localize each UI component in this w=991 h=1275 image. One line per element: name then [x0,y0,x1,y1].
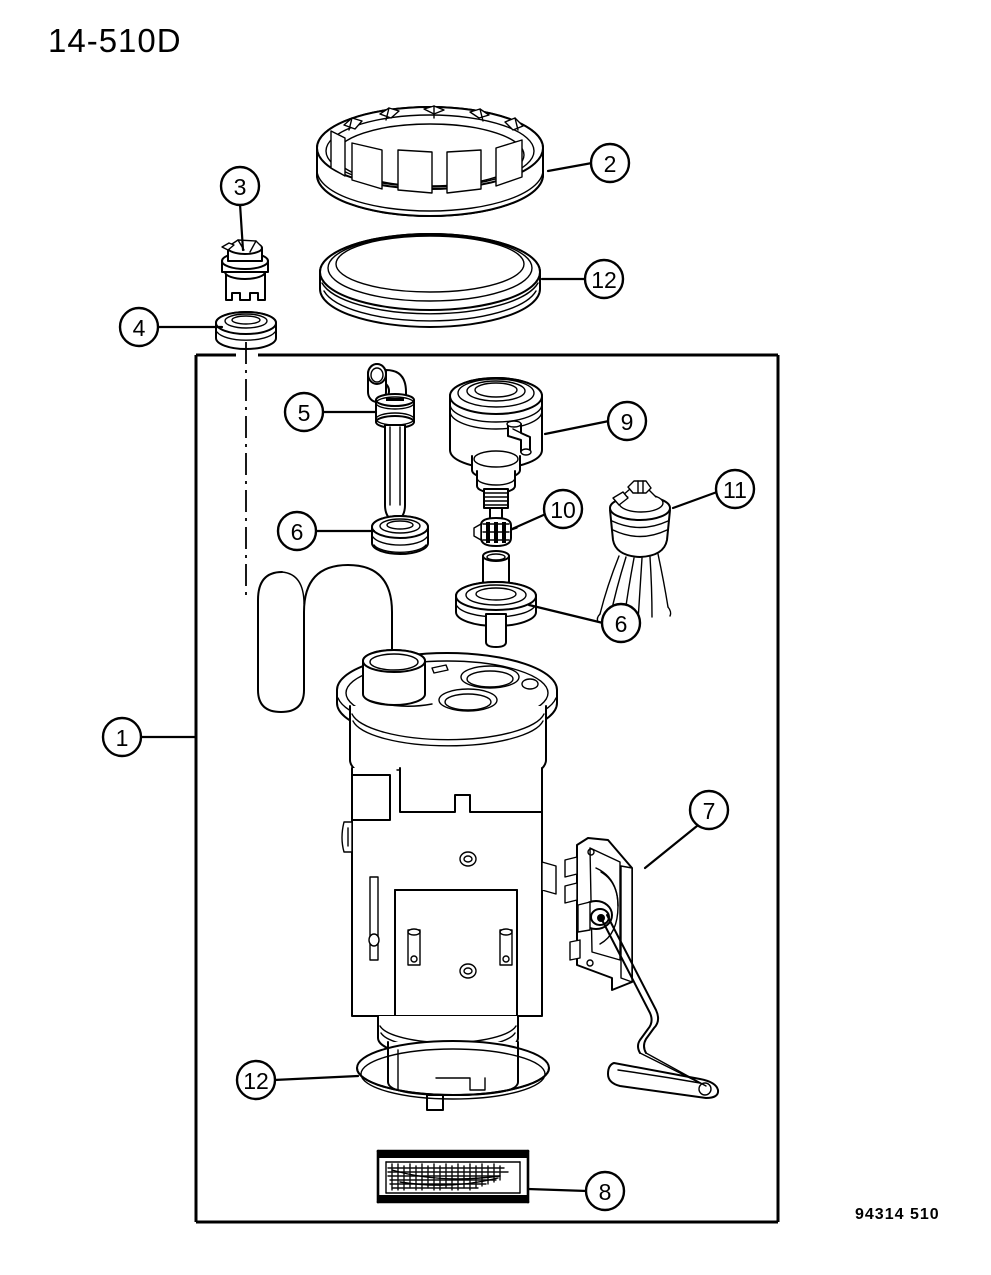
callout-1[interactable]: 1 [101,716,143,758]
seal-grommet-upper-part [371,515,429,555]
callout-7[interactable]: 7 [688,789,730,831]
callout-3[interactable]: 3 [219,165,261,207]
callout-3-label: 3 [234,174,247,200]
callout-2[interactable]: 2 [589,142,631,184]
callout-10-label: 10 [550,497,576,523]
callout-12-lower-label: 12 [243,1068,269,1094]
callout-7-label: 7 [703,798,716,824]
callout-11[interactable]: 11 [714,468,756,510]
callout-1-label: 1 [116,725,129,751]
wiring-harness-connector-part [596,480,672,623]
valve-grommet-part [215,311,277,350]
o-ring-seal-lower-part [356,1040,550,1100]
callout-5[interactable]: 5 [283,391,325,433]
callout-12-upper[interactable]: 12 [583,258,625,300]
o-ring-seal-upper-part [319,233,541,328]
fuel-pump-module-body [336,649,558,1111]
rollover-valve-part [221,239,269,301]
seal-grommet-lower-part [455,550,537,648]
fuel-pressure-regulator-part [449,377,543,521]
callout-5-label: 5 [298,400,311,426]
figure-title: 14-510D [48,22,182,59]
callout-leaders [139,161,719,1193]
fuel-filter-strainer-part [376,1149,530,1204]
callout-8[interactable]: 8 [584,1170,626,1212]
callout-6-lower[interactable]: 6 [600,602,642,644]
hose-clamp-part [473,517,518,547]
fuel-level-sending-unit-part [564,837,720,1099]
callout-9-label: 9 [621,409,634,435]
callout-6-upper[interactable]: 6 [276,510,318,552]
callout-bubbles: 1 2 3 4 5 6 6 [101,142,756,1212]
callout-9[interactable]: 9 [606,400,648,442]
callout-4[interactable]: 4 [118,306,160,348]
fuel-hose-loop [257,564,393,713]
callout-11-label: 11 [723,477,747,503]
callout-4-label: 4 [133,315,146,341]
vent-tube-elbow-part [367,363,415,534]
figure-code: 94314 510 [855,1206,940,1223]
callout-6-upper-label: 6 [291,519,304,545]
callout-2-label: 2 [604,151,617,177]
callout-6-lower-label: 6 [615,611,628,637]
assembly-boundary-box [194,353,780,1224]
lock-ring-part [316,105,544,217]
callout-12-upper-label: 12 [591,267,617,293]
callout-8-label: 8 [599,1179,612,1205]
callout-10[interactable]: 10 [542,488,584,530]
callout-12-lower[interactable]: 12 [235,1059,277,1101]
